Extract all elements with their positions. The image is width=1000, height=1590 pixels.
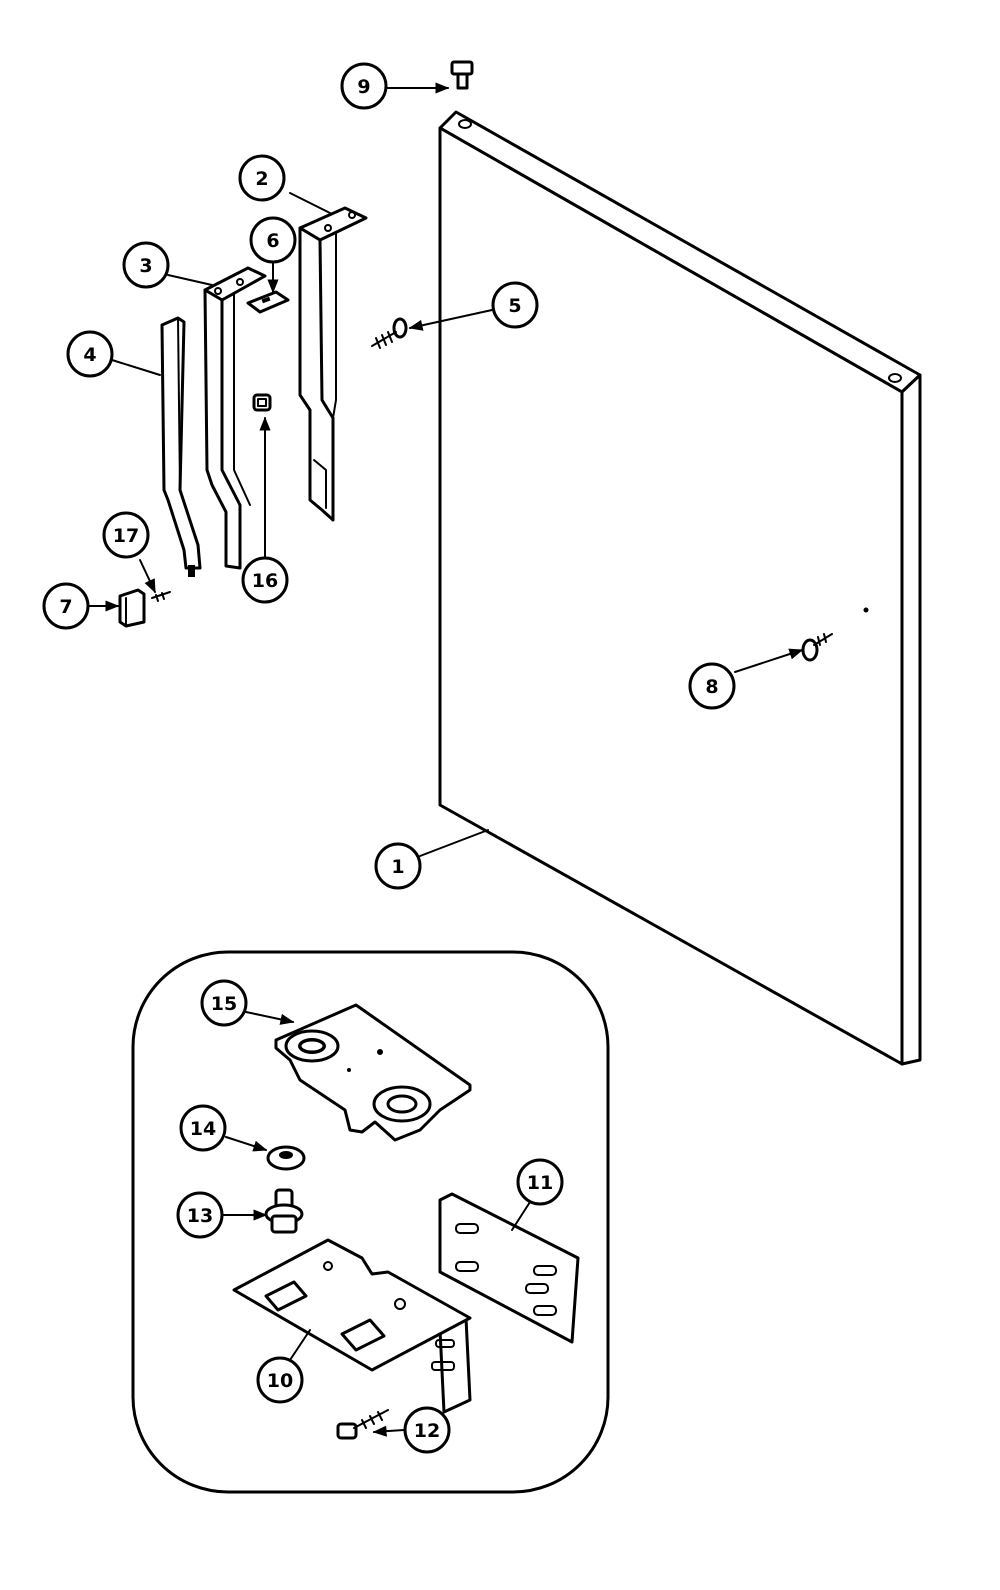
screw-5	[371, 317, 408, 349]
callout-11-label: 11	[527, 1172, 553, 1194]
hinge-bracket-3	[203, 266, 267, 570]
callout-14: 14	[179, 1104, 227, 1152]
callout-8: 8	[688, 662, 736, 710]
callout-16-label: 16	[252, 570, 278, 592]
screw-9	[450, 60, 474, 90]
callout-12: 12	[403, 1406, 451, 1454]
callout-3: 3	[122, 241, 170, 289]
screw-12	[336, 1409, 389, 1440]
callout-4: 4	[66, 330, 114, 378]
callout-7: 7	[42, 582, 90, 630]
callout-15-label: 15	[211, 993, 237, 1015]
callout-10-label: 10	[267, 1370, 293, 1392]
callout-16: 16	[241, 556, 289, 604]
strip-4	[160, 316, 202, 577]
callout-5-label: 5	[508, 295, 521, 317]
callout-1-label: 1	[391, 856, 404, 878]
hinge-bracket-10	[232, 1238, 472, 1414]
callout-13-label: 13	[187, 1205, 213, 1227]
plate-6	[246, 290, 290, 314]
callout-3-label: 3	[139, 255, 152, 277]
inset-frame	[131, 950, 610, 1494]
washer-14	[266, 1145, 306, 1171]
callout-17: 17	[102, 511, 150, 559]
callout-6-label: 6	[266, 230, 279, 252]
callout-10: 10	[256, 1356, 304, 1404]
callout-17-label: 17	[113, 525, 139, 547]
callout-1: 1	[374, 842, 422, 890]
screw-17	[151, 591, 171, 602]
door-panel	[438, 110, 922, 1066]
callout-2: 2	[238, 154, 286, 202]
callout-14-label: 14	[190, 1118, 216, 1140]
callout-2-label: 2	[255, 168, 268, 190]
callout-9: 9	[340, 62, 388, 110]
cap-7	[118, 588, 146, 628]
nut-16	[252, 393, 272, 412]
callout-4-label: 4	[83, 344, 96, 366]
callout-11: 11	[516, 1158, 564, 1206]
callout-8-label: 8	[705, 676, 718, 698]
callout-13: 13	[176, 1191, 224, 1239]
callout-7-label: 7	[59, 596, 72, 618]
callout-9-label: 9	[357, 76, 370, 98]
callout-12-label: 12	[414, 1420, 440, 1442]
screw-8	[801, 633, 833, 662]
leader-lines	[87, 82, 804, 1437]
shim-plate-11	[438, 1192, 580, 1344]
callout-6: 6	[249, 216, 297, 264]
callout-15: 15	[200, 979, 248, 1027]
hinge-plate-15	[274, 1003, 472, 1142]
callout-5: 5	[491, 281, 539, 329]
pin-13	[264, 1188, 304, 1234]
hinge-bracket-2	[298, 206, 368, 522]
